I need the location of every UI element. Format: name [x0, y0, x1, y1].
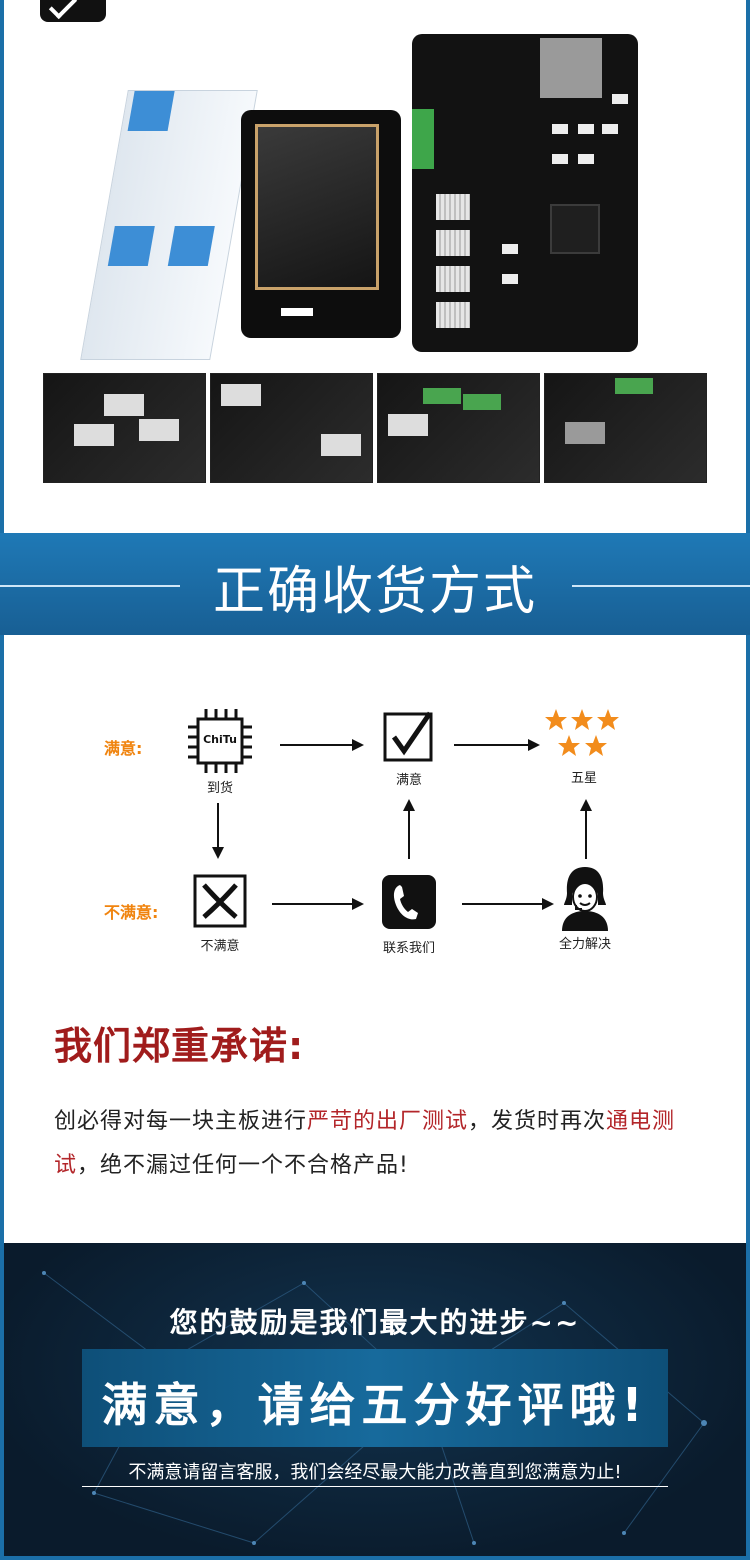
arrival-node: ChiTu 到货 — [186, 707, 254, 796]
thumbnail-4[interactable] — [544, 373, 707, 483]
chip-icon — [188, 709, 252, 773]
promise-highlight-1: 严苛的出厂测试 — [307, 1109, 469, 1134]
receipt-guide-panel: 满意: 不满意: ChiTu 到货 — [4, 635, 746, 1243]
support-agent-icon — [562, 867, 608, 931]
thumbnail-2[interactable] — [210, 373, 373, 483]
thumbnail-3[interactable] — [377, 373, 540, 483]
check-box-icon — [383, 711, 433, 762]
ribbon-cable — [80, 90, 258, 360]
contact-caption: 联系我们 — [382, 941, 435, 956]
review-panel: 您的鼓励是我们最大的进步~~ 满意，请给五分好评哦! 不满意请留言客服，我们会经… — [4, 1243, 746, 1556]
satisfied-node: 满意 — [382, 709, 436, 788]
section-heading-band: 正确收货方式 — [0, 533, 750, 635]
review-cta-box: 满意，请给五分好评哦! — [82, 1349, 668, 1447]
heading-line-left — [0, 585, 180, 587]
lcd-screen — [241, 110, 401, 338]
review-cta-text: 满意，请给五分好评哦! — [101, 1378, 649, 1432]
promise-paragraph: 创必得对每一块主板进行严苛的出厂测试，发货时再次通电测试，绝不漏过任何一个不合格… — [54, 1100, 714, 1188]
section-title: 正确收货方式 — [212, 562, 537, 622]
product-panel — [4, 0, 746, 533]
five-star-caption: 五星 — [570, 771, 597, 786]
thumbnail-1[interactable] — [43, 373, 206, 483]
arrow-resolve-to-stars — [580, 799, 592, 859]
promise-highlight-2: 通电测试 — [54, 1109, 676, 1178]
arrow-contact-to-resolve — [462, 898, 554, 910]
arrow-arrival-to-unsatisfied — [212, 803, 224, 859]
cross-box-icon — [193, 874, 247, 928]
thumbnail-strip — [43, 373, 711, 483]
resolve-node: 全力解决 — [558, 865, 612, 952]
phone-icon — [382, 875, 436, 929]
brand-logo-icon — [40, 0, 106, 22]
satisfied-label: 满意: — [104, 739, 143, 758]
arrow-arrival-to-satisfied — [280, 739, 364, 751]
product-image — [80, 30, 639, 360]
promise-text-1: 创必得对每一块主板进行 — [54, 1109, 308, 1134]
unsatisfied-caption: 不满意 — [200, 939, 240, 954]
contact-node: 联系我们 — [380, 873, 438, 956]
stars-icon — [545, 709, 619, 756]
arrow-contact-to-satisfied — [403, 799, 415, 859]
chip-label: ChiTu — [203, 733, 237, 746]
promise-title: 我们郑重承诺: — [54, 1024, 305, 1068]
heading-line-right — [572, 585, 750, 587]
receipt-flowchart: 满意: 不满意: ChiTu 到货 — [60, 673, 700, 993]
unsatisfied-label: 不满意: — [104, 903, 159, 922]
promise-text-3: ，绝不漏过任何一个不合格产品! — [77, 1153, 409, 1178]
resolve-caption: 全力解决 — [558, 937, 611, 952]
unsatisfied-node: 不满意 — [192, 873, 248, 954]
service-note: 不满意请留言客服，我们会经尽最大能力改善直到您满意为止! — [82, 1458, 668, 1487]
arrow-unsatisfied-to-contact — [272, 898, 364, 910]
five-star-node: 五星 — [544, 707, 624, 786]
mainboard — [412, 34, 638, 352]
satisfied-caption: 满意 — [395, 773, 422, 788]
arrival-caption: 到货 — [206, 781, 233, 796]
arrow-satisfied-to-stars — [454, 739, 540, 751]
top-bar — [4, 0, 746, 28]
encouragement-text: 您的鼓励是我们最大的进步~~ — [169, 1306, 581, 1339]
promise-text-2: ，发货时再次 — [468, 1109, 607, 1134]
